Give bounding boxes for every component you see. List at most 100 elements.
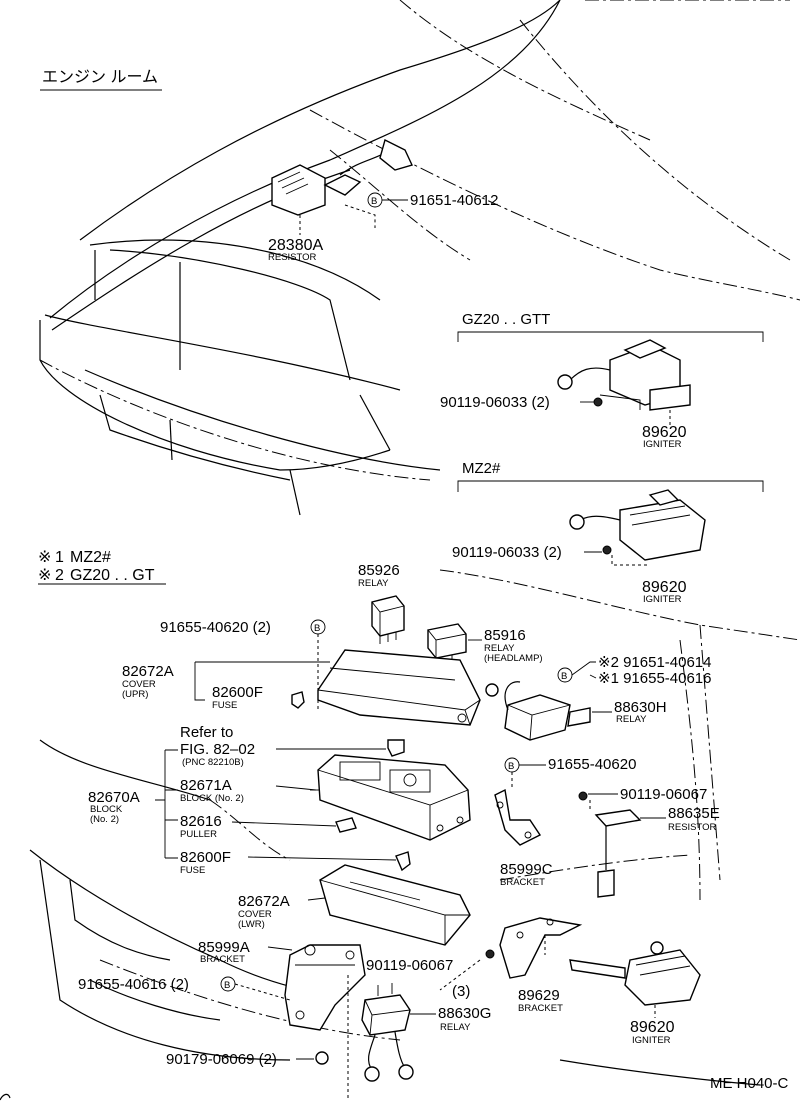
part-number-91655-40616-a: ※1 91655-40616 <box>598 670 712 687</box>
bolt-marker-b: B <box>220 976 236 992</box>
part-desc-85999a: BRACKET <box>200 954 245 965</box>
part-number-82670a: 82670A <box>88 789 140 806</box>
puller-icon <box>335 817 357 833</box>
leader-line <box>307 897 326 901</box>
relay-85916 <box>427 623 467 664</box>
screw-icon <box>578 791 588 801</box>
igniter-89620-mz2 <box>569 489 706 566</box>
part-desc-85916-1: RELAY <box>484 643 515 654</box>
leader-line <box>234 983 291 1001</box>
bracket-89629 <box>499 917 583 979</box>
part-number-89620-c: 89620 <box>630 1019 675 1036</box>
part-desc-82600f-a: FUSE <box>212 700 237 711</box>
leader-bracket-82670a <box>155 749 178 859</box>
variant-bracket-mz2 <box>457 480 764 492</box>
part-number-90179-06069: 90179-06069 (2) <box>166 1051 277 1068</box>
bolt-marker-b: B <box>367 192 383 208</box>
part-number-91655-40620-a: 91655-40620 (2) <box>160 619 271 636</box>
page-title: エンジン ルーム <box>42 69 158 86</box>
refer-fig: FIG. 82–02 <box>180 741 255 758</box>
part-desc-88635e: RESISTOR <box>668 822 717 833</box>
refer-pnc: (PNC 82210B) <box>182 757 244 768</box>
svg-text:GZ20 . . GT: GZ20 . . GT <box>70 567 155 584</box>
part-number-85999a: 85999A <box>198 939 250 956</box>
part-number-82672a-lwr: 82672A <box>238 893 290 910</box>
part-desc-82671a: BLOCK (No. 2) <box>180 793 244 804</box>
resistor-88635e <box>589 800 642 898</box>
part-desc-82600f-b: FUSE <box>180 865 205 876</box>
part-desc-82670a-2: (No. 2) <box>90 814 119 825</box>
relay-88630h <box>485 681 591 741</box>
part-number-90119-06033-b: 90119-06033 (2) <box>452 544 562 561</box>
part-number-85916: 85916 <box>484 627 526 644</box>
refer-line1: Refer to <box>180 724 233 741</box>
part-number-90119-06067-b: 90119-06067 <box>366 957 453 974</box>
svg-text:B: B <box>224 980 230 991</box>
resistor-28380a <box>271 138 413 235</box>
part-number-91655-40620-b: 91655-40620 <box>548 756 636 773</box>
igniter-89620-gz20 <box>557 339 691 425</box>
bolt-marker-b: B <box>557 667 573 683</box>
svg-text:B: B <box>561 671 567 682</box>
leader-line <box>571 661 597 679</box>
svg-text:※: ※ <box>38 567 51 584</box>
bolt-marker-b: B <box>310 619 326 635</box>
leader-bracket <box>194 661 330 701</box>
part-number-82600f-a: 82600F <box>212 684 263 701</box>
svg-text:B: B <box>508 761 514 772</box>
part-number-90119-06033-a: 90119-06033 (2) <box>440 394 550 411</box>
svg-text:※: ※ <box>38 549 51 566</box>
part-number-82600f-b: 82600F <box>180 849 231 866</box>
svg-text:B: B <box>371 196 377 207</box>
svg-text:1: 1 <box>55 549 64 566</box>
part-number-82672a-upr: 82672A <box>122 663 174 680</box>
part-number-88630h: 88630H <box>614 699 667 716</box>
svg-text:MZ2#: MZ2# <box>70 549 111 566</box>
part-number-91651-40612: 91651-40612 <box>410 192 498 209</box>
note-2: ※ 2 GZ20 . . GT <box>38 567 155 584</box>
variant-label-mz2: MZ2# <box>462 460 501 477</box>
fuse-icon <box>395 851 411 872</box>
bracket-85999c <box>494 772 542 846</box>
variant-label-gz20-gtt: GZ20 . . GTT <box>462 311 550 328</box>
part-desc-88630h: RELAY <box>616 714 647 725</box>
relay-88630g <box>361 983 414 1082</box>
part-number-89620-b: 89620 <box>642 579 687 596</box>
part-number-89620-a: 89620 <box>642 424 687 441</box>
svg-text:B: B <box>314 623 320 634</box>
car-body-outline-lower <box>0 739 761 1101</box>
screw-icon <box>593 397 603 407</box>
part-desc-82670a-1: BLOCK <box>90 804 123 815</box>
leader-line <box>275 785 317 791</box>
part-desc-82672a-lwr-1: COVER <box>238 909 272 920</box>
screw-icon <box>602 545 612 555</box>
cover-upper-82672a <box>317 649 481 726</box>
nut-icon <box>315 1051 329 1065</box>
relay-85926 <box>371 595 405 644</box>
svg-text:2: 2 <box>55 567 64 584</box>
leader-line <box>231 821 337 827</box>
part-desc-28380a: RESISTOR <box>268 252 317 263</box>
part-desc-85916-2: (HEADLAMP) <box>484 653 543 664</box>
bracket-85999a <box>284 944 366 1031</box>
leader-line <box>267 946 293 951</box>
note-1: ※ 1 MZ2# <box>38 549 111 566</box>
block-82671a <box>310 754 471 841</box>
part-number-90119-06067-a: 90119-06067 <box>620 786 707 803</box>
part-number-82616: 82616 <box>180 813 222 830</box>
part-number-82671a: 82671A <box>180 777 232 794</box>
part-desc-85926: RELAY <box>358 578 389 589</box>
cover-lower-82672a <box>319 864 471 946</box>
part-number-88635e: 88635E <box>668 805 720 822</box>
part-desc-89620-b: IGNITER <box>643 594 682 605</box>
part-number-85999c: 85999C <box>500 861 553 878</box>
igniter-89620-lower <box>569 941 701 1018</box>
car-body-outline <box>39 0 800 901</box>
part-number-91651-40614: ※2 91651-40614 <box>598 654 712 671</box>
part-desc-82672a-upr-2: (UPR) <box>122 689 148 700</box>
part-desc-85999c: BRACKET <box>500 877 545 888</box>
fuse-icon <box>387 739 405 757</box>
leader-line <box>439 959 481 991</box>
qty-3: (3) <box>452 983 470 1000</box>
